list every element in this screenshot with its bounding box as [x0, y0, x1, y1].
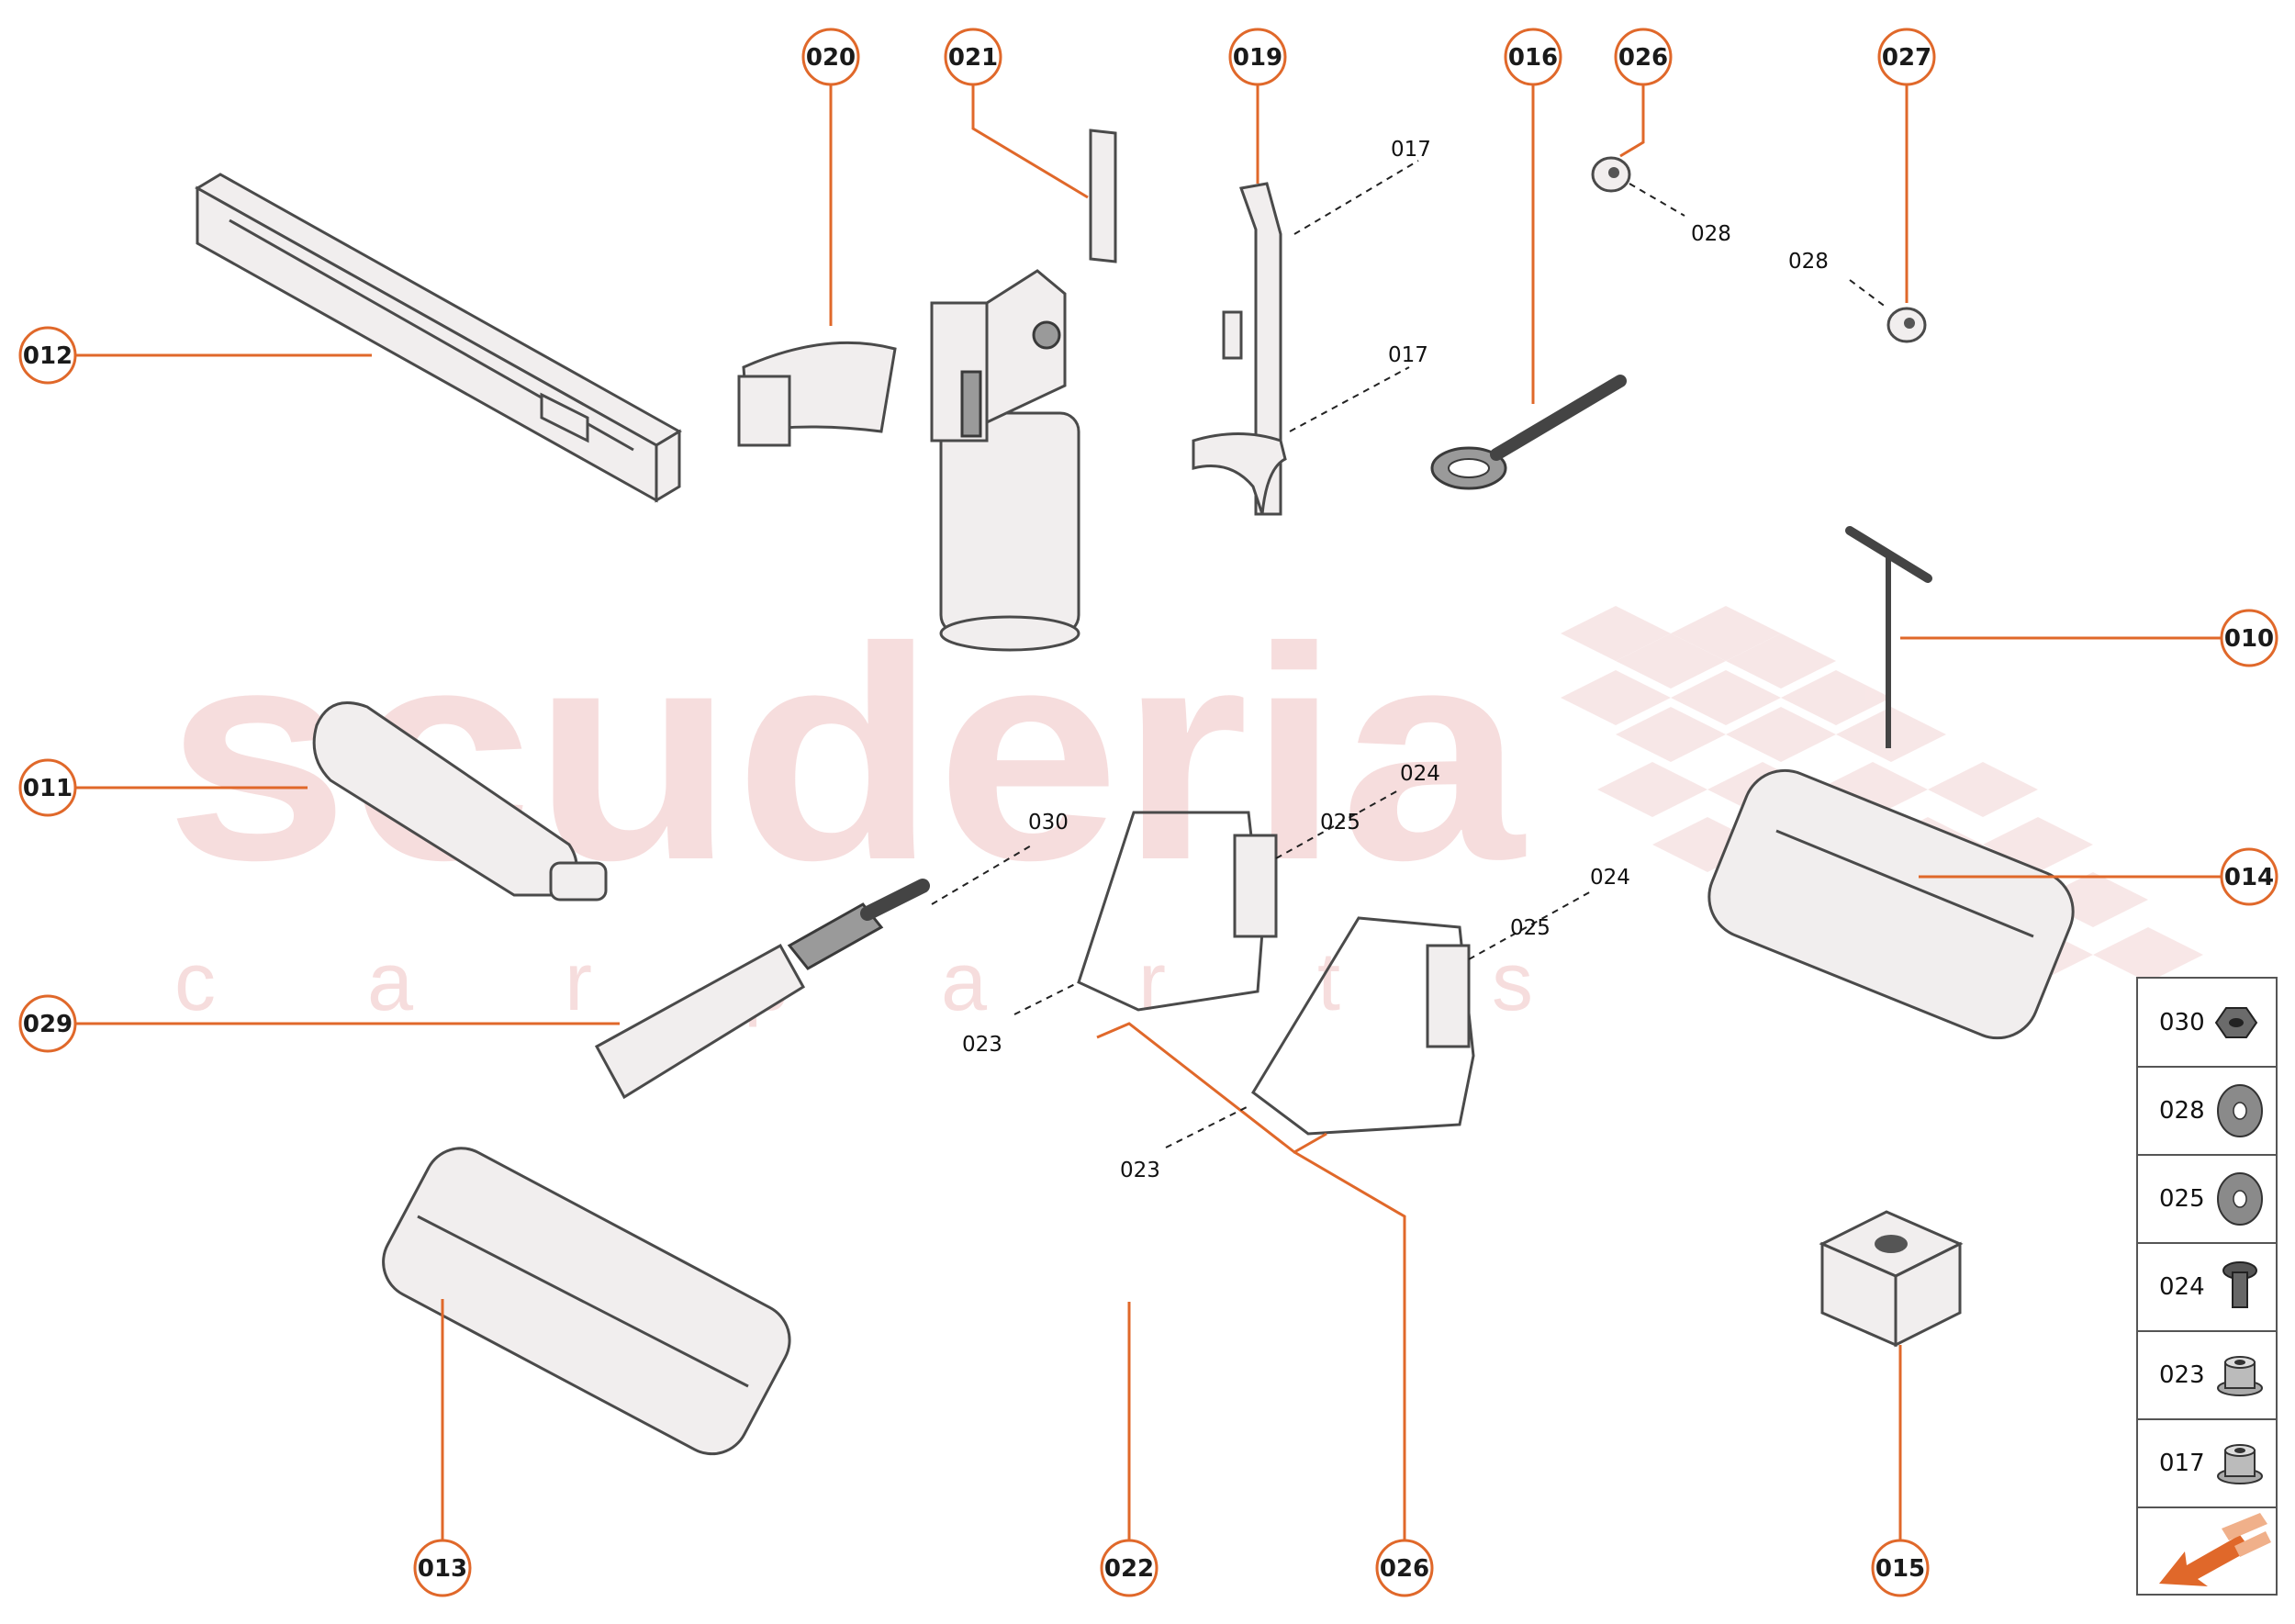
- part-026-washer-small: [1591, 156, 1631, 193]
- legend-row-024[interactable]: 024: [2159, 1261, 2257, 1308]
- callout-label: 026: [1618, 44, 1668, 72]
- callout-label: 015: [1875, 1555, 1925, 1583]
- watermark-sub: c a r p a r t s: [174, 936, 1533, 1028]
- part-014-pouch: [1707, 768, 2075, 1040]
- part-015-block: [1819, 1210, 1964, 1348]
- callout-label: 026: [1380, 1555, 1429, 1583]
- arrow-icon[interactable]: [2159, 1513, 2271, 1586]
- legend-row-025[interactable]: 025: [2159, 1172, 2263, 1226]
- ref-028-a: 028: [1691, 222, 1731, 246]
- legend-row-030[interactable]: 030: [2159, 1007, 2258, 1038]
- legend-code: 023: [2159, 1361, 2205, 1389]
- washer-icon: [2217, 1172, 2263, 1226]
- reference-labels: 017 017 028 028 030 024 025 024 025 023 …: [962, 138, 1829, 1182]
- ref-024-a: 024: [1400, 762, 1440, 786]
- legend-row-017[interactable]: 017: [2159, 1444, 2263, 1484]
- callout-label: 027: [1882, 44, 1931, 72]
- legend-code: 030: [2159, 1009, 2205, 1036]
- legend-code: 024: [2159, 1273, 2205, 1301]
- ref-024-b: 024: [1590, 866, 1630, 890]
- legend-row-023[interactable]: 023: [2159, 1356, 2263, 1396]
- callout-016[interactable]: 016: [1504, 28, 1562, 86]
- flange-nut-icon: [2217, 1444, 2263, 1484]
- callout-021[interactable]: 021: [944, 28, 1002, 86]
- callout-029[interactable]: 029: [18, 994, 77, 1053]
- ref-023-a: 023: [962, 1033, 1002, 1057]
- callout-label: 010: [2224, 625, 2274, 653]
- leader-lines: [71, 81, 2222, 1545]
- callout-011[interactable]: 011: [18, 758, 77, 817]
- ref-028-b: 028: [1788, 250, 1829, 274]
- callout-015[interactable]: 015: [1871, 1539, 1930, 1597]
- part-fire-extinguisher: [930, 269, 1080, 652]
- part-bracket-left: [1077, 811, 1278, 1012]
- part-012-tool-bag: [195, 173, 682, 503]
- callout-012[interactable]: 012: [18, 326, 77, 385]
- callout-label: 012: [23, 342, 73, 370]
- hex-nut-icon: [2214, 1007, 2258, 1038]
- part-029-strap: [594, 879, 930, 1100]
- part-021-strip: [1089, 129, 1117, 263]
- callout-label: 016: [1508, 44, 1558, 72]
- legend-code: 028: [2159, 1097, 2205, 1125]
- bolt-icon: [2222, 1261, 2257, 1308]
- flange-nut-icon: [2217, 1356, 2263, 1396]
- callout-026-bottom[interactable]: 026: [1375, 1539, 1434, 1597]
- callouts: 020 021 019 016 026 027 012 010 011 014 …: [18, 28, 2278, 1597]
- callout-label: 021: [948, 44, 998, 72]
- part-011-canister: [312, 701, 608, 902]
- ref-025-a: 025: [1320, 811, 1360, 834]
- watermark-checker: [1561, 606, 2203, 982]
- callout-label: 029: [23, 1011, 73, 1038]
- callout-013[interactable]: 013: [413, 1539, 472, 1597]
- part-019-jack: [1192, 182, 1287, 516]
- part-013-pouch: [382, 1147, 791, 1456]
- callout-010[interactable]: 010: [2220, 609, 2278, 667]
- fastener-legend: 030 028 025 024: [2136, 977, 2278, 1596]
- callout-label: 020: [806, 44, 856, 72]
- washer-icon: [2217, 1084, 2263, 1137]
- reference-lines: [931, 160, 1887, 1148]
- ref-023-b: 023: [1120, 1159, 1160, 1182]
- legend-row-028[interactable]: 028: [2159, 1084, 2263, 1137]
- part-bracket-right: [1251, 916, 1475, 1136]
- callout-027[interactable]: 027: [1877, 28, 1936, 86]
- callout-022[interactable]: 022: [1100, 1539, 1159, 1597]
- ref-030: 030: [1028, 811, 1069, 834]
- legend-code: 017: [2159, 1450, 2205, 1477]
- ref-017-a: 017: [1391, 138, 1431, 162]
- callout-label: 011: [23, 775, 73, 802]
- callout-label: 013: [418, 1555, 467, 1583]
- callout-026-top[interactable]: 026: [1614, 28, 1673, 86]
- callout-label: 022: [1104, 1555, 1154, 1583]
- part-027-washer-small: [1886, 307, 1927, 343]
- legend-code: 025: [2159, 1185, 2205, 1213]
- ref-025-b: 025: [1510, 916, 1551, 940]
- ref-017-b: 017: [1388, 343, 1428, 367]
- callout-019[interactable]: 019: [1228, 28, 1287, 86]
- part-010-t-key: [1845, 526, 1932, 748]
- callout-label: 014: [2224, 864, 2274, 891]
- callout-020[interactable]: 020: [801, 28, 860, 86]
- callout-label: 019: [1233, 44, 1282, 72]
- part-016-wheel-wrench: [1430, 375, 1627, 490]
- part-020-bracket-band: [737, 341, 897, 447]
- callout-014[interactable]: 014: [2220, 847, 2278, 906]
